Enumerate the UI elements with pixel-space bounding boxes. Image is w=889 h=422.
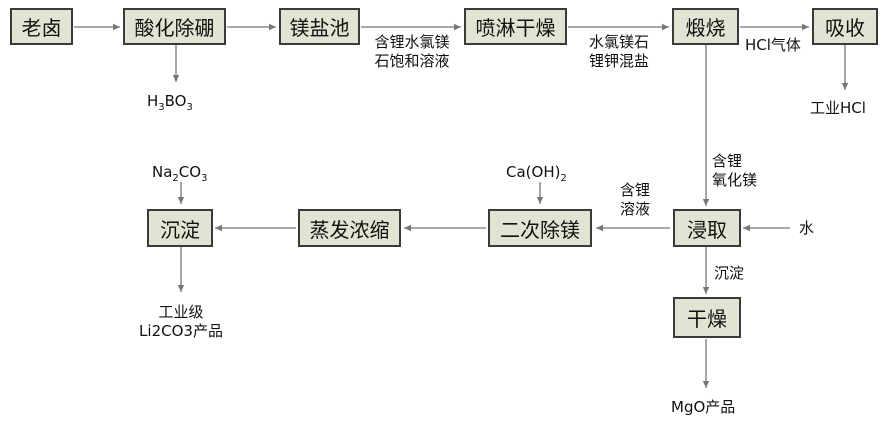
- box-meiyanchi: 镁盐池: [279, 8, 360, 45]
- salt-line-1: 水氯镁石: [588, 33, 649, 51]
- li-sol-line-1: 含锂: [619, 181, 650, 199]
- box-chending: 沉淀: [147, 209, 213, 247]
- salt-line-2: 锂钾混盐: [588, 52, 649, 70]
- li2co3-line-1: 工业级: [158, 303, 204, 321]
- label-water: 水: [799, 219, 815, 237]
- box-ganzao: 干燥: [673, 297, 741, 338]
- caoh2-main: Ca(OH): [506, 163, 561, 181]
- box-laolu-label: 老卤: [21, 16, 62, 40]
- h3bo3-h: H: [147, 92, 159, 110]
- h3bo3-bo: BO: [164, 92, 187, 110]
- label-na2co3: Na2CO3: [152, 163, 207, 188]
- box-jinqu: 浸取: [673, 209, 741, 247]
- label-li2co3: 工业级 Li2CO3产品: [121, 303, 241, 341]
- label-caoh2: Ca(OH)2: [506, 163, 567, 188]
- label-hcl-gas: HCl气体: [745, 36, 801, 54]
- h3bo3-sub-2: 3: [186, 102, 193, 113]
- box-zhengfa-label: 蒸发浓缩: [309, 217, 390, 242]
- box-suanhua-label: 酸化除硼: [134, 16, 215, 40]
- li-mgo-line-2: 氧化镁: [712, 171, 758, 189]
- label-brine: 含锂水氯镁 石饱和溶液: [364, 33, 460, 71]
- brine-line-1: 含锂水氯镁: [374, 33, 450, 51]
- caoh2-sub: 2: [560, 173, 567, 184]
- na2co3-co: CO: [178, 163, 202, 181]
- box-meiyanchi-label: 镁盐池: [289, 16, 350, 40]
- label-precip: 沉淀: [714, 264, 745, 282]
- brine-line-2: 石饱和溶液: [374, 52, 450, 70]
- box-chending-label: 沉淀: [160, 217, 200, 242]
- h3bo3-sub-1: 3: [158, 102, 165, 113]
- box-laolu: 老卤: [10, 8, 73, 45]
- na2co3-sub-1: 2: [172, 173, 179, 184]
- box-penlin-label: 喷淋干燥: [475, 16, 556, 40]
- box-ercichumei: 二次除镁: [488, 209, 592, 247]
- box-ganzao-label: 干燥: [687, 307, 727, 331]
- label-salt: 水氯镁石 锂钾混盐: [580, 33, 658, 71]
- label-li-solution: 含锂 溶液: [611, 181, 659, 219]
- box-penlin: 喷淋干燥: [464, 8, 567, 45]
- na2co3-na: Na: [152, 163, 173, 181]
- label-li-mgo: 含锂 氧化镁: [712, 152, 757, 190]
- li2co3-line-2: Li2CO3产品: [139, 322, 223, 340]
- box-xishou-label: 吸收: [825, 16, 865, 40]
- box-ercichumei-label: 二次除镁: [500, 217, 580, 242]
- box-suanhua: 酸化除硼: [123, 8, 226, 45]
- box-jinqu-label: 浸取: [687, 217, 727, 242]
- li-mgo-line-1: 含锂: [712, 152, 743, 170]
- box-duanshao-label: 煅烧: [685, 16, 726, 40]
- label-h3bo3: H3BO3: [147, 92, 193, 117]
- li-sol-line-2: 溶液: [619, 200, 650, 218]
- label-hcl-industrial: 工业HCl: [810, 99, 866, 117]
- na2co3-sub-2: 3: [201, 173, 208, 184]
- box-duanshao: 煅烧: [672, 8, 739, 45]
- box-xishou: 吸收: [812, 8, 878, 45]
- label-mgo-product: MgO产品: [671, 398, 736, 416]
- box-zhengfa: 蒸发浓缩: [298, 209, 401, 247]
